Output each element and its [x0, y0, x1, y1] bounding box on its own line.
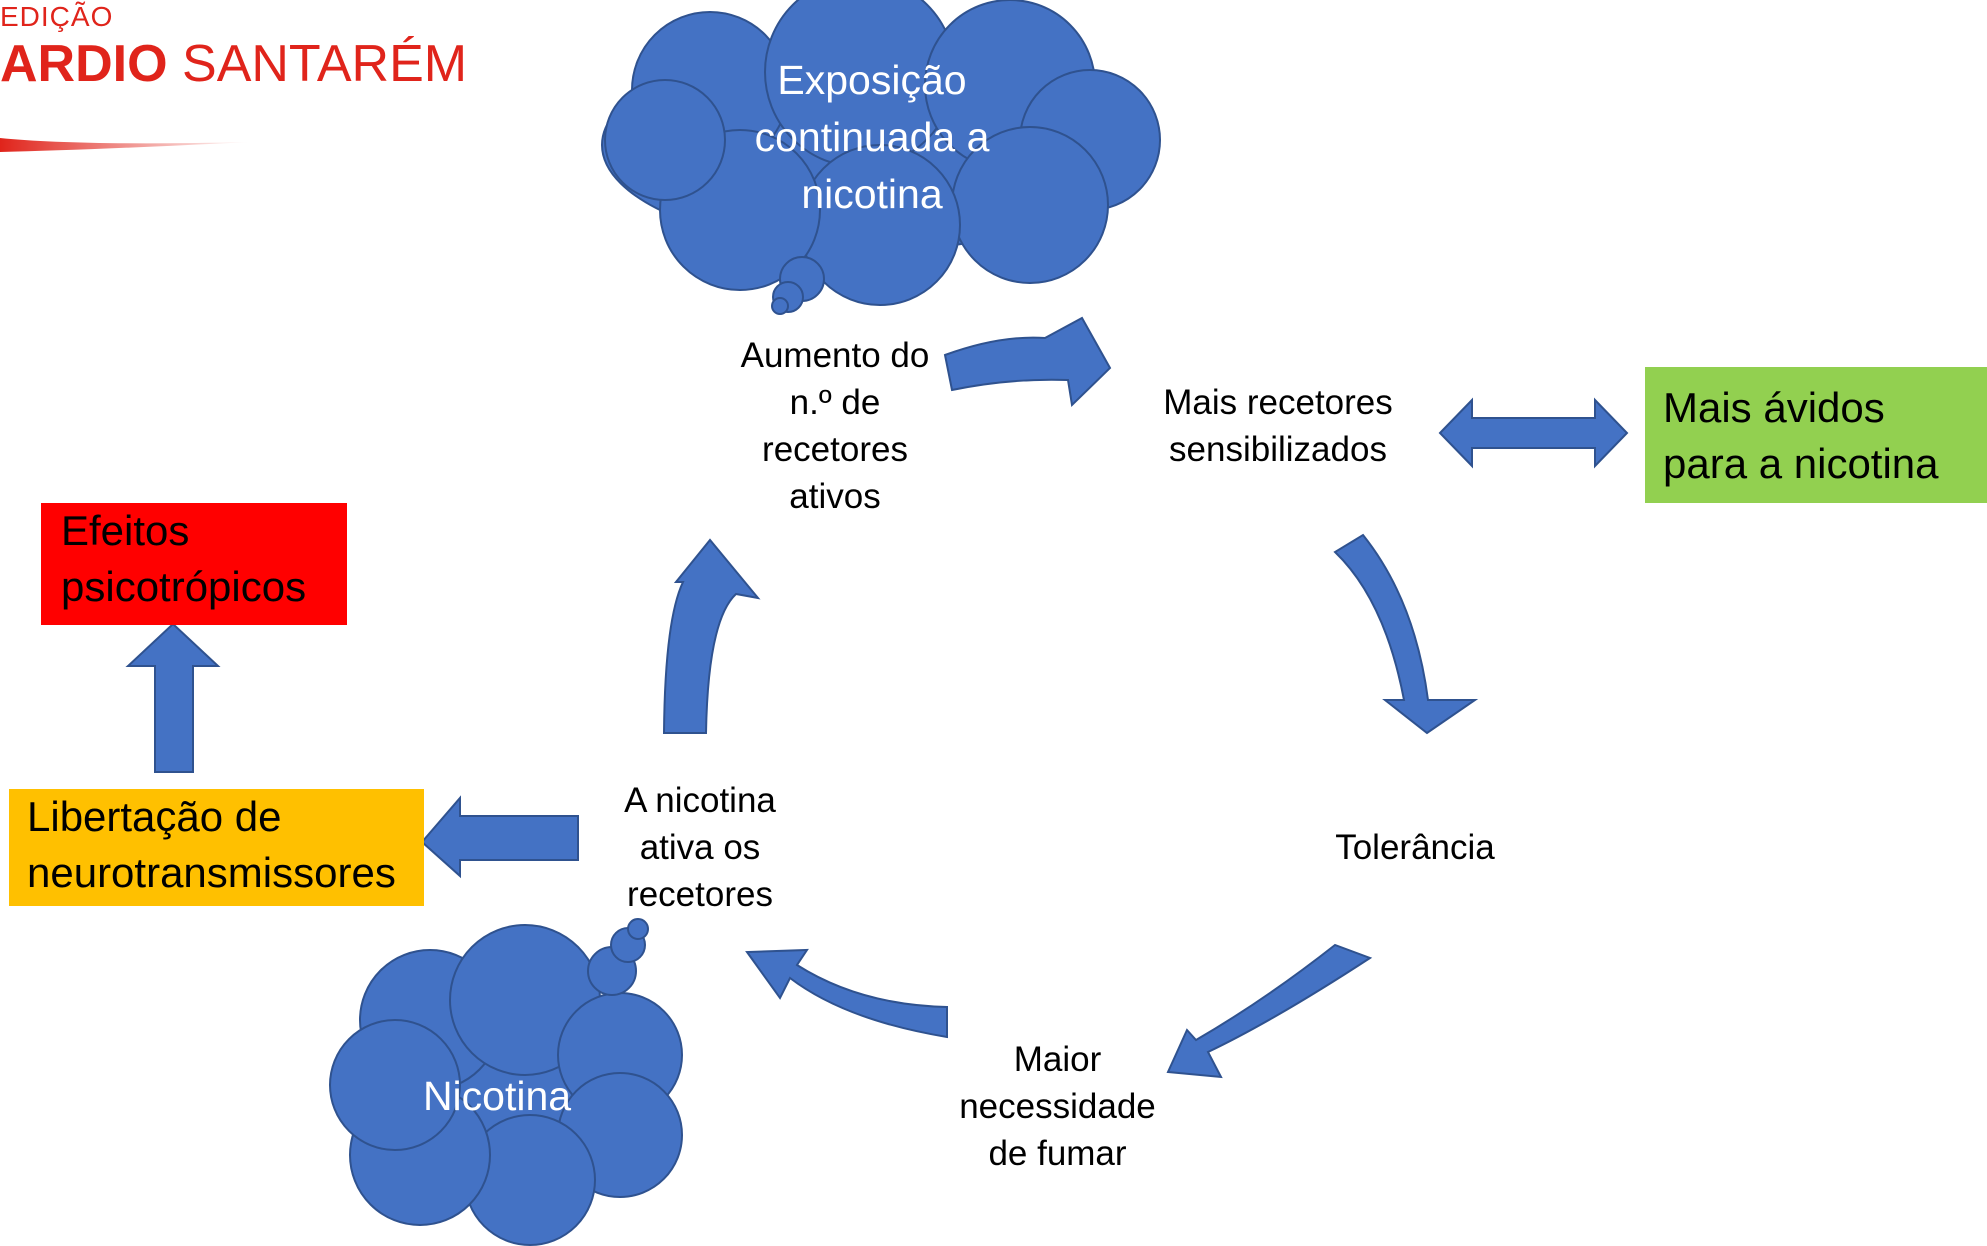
arrow-maior-necessidade-to-nicotina-ativa [745, 948, 948, 1039]
logo-name-light: SANTARÉM [167, 35, 468, 93]
cloud-top-bubble-3 [771, 297, 789, 315]
cloud-top [601, 0, 1161, 306]
cloud-bottom-text: Nicotina [422, 1073, 572, 1119]
cloud-bottom-bubble-3 [627, 918, 649, 940]
arrow-to-libertacao [420, 795, 579, 879]
label-aumento-recetores: Aumento do n.º de recetores ativos [740, 336, 930, 516]
box-efeitos-text: Efeitos psicotrópicos [61, 507, 307, 610]
box-efeitos-bg [41, 503, 347, 625]
label-maior-necessidade: Maior necessidade de fumar [959, 1040, 1156, 1173]
logo-name-bold: ARDIO [0, 35, 168, 93]
cloud-bottom [329, 924, 683, 1246]
arrow-aumento-to-mais-recetores [943, 316, 1112, 408]
logo-underline [0, 138, 250, 152]
cloud-top-text: Exposição continuada a nicotina [754, 57, 990, 217]
box-avidos-text: Mais ávidos para a nicotina [1663, 384, 1939, 487]
arrow-to-efeitos [125, 622, 221, 773]
arrow-tolerancia-to-maior-necessidade [1166, 943, 1373, 1079]
box-avidos-bg [1645, 367, 1987, 503]
logo-name: ARDIO SANTARÉM [0, 34, 467, 94]
label-tolerancia: Tolerância [1335, 828, 1495, 867]
box-libertacao-text: Libertação de neurotransmissores [27, 793, 396, 896]
arrow-mais-recetores-to-tolerancia [1333, 533, 1479, 735]
label-mais-recetores: Mais recetores sensibilizados [1163, 383, 1393, 469]
arrow-mais-recetores-avidos [1438, 397, 1629, 469]
box-libertacao-bg [9, 789, 424, 906]
label-nicotina-ativa: A nicotina ativa os recetores [624, 781, 776, 914]
arrow-nicotina-ativa-to-aumento [662, 538, 761, 734]
